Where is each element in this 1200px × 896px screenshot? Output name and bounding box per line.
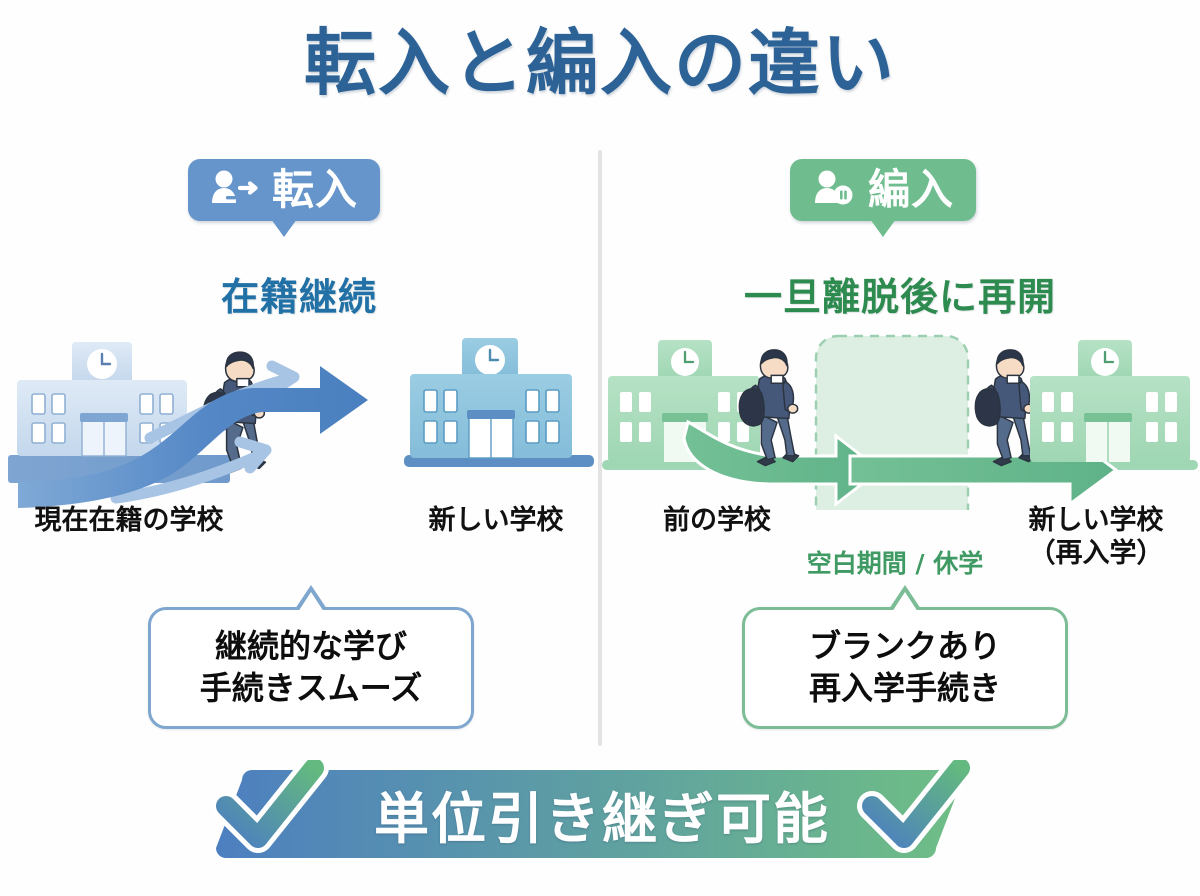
- callout-right-text: ブランクあり 再入学手続き: [808, 627, 1001, 707]
- label-gap-period: 空白期間 / 休学: [806, 549, 984, 578]
- check-icon-left: [216, 760, 324, 848]
- badge-tennyu: 転入: [188, 159, 381, 237]
- label-current-school: 現在在籍の学校: [34, 505, 224, 536]
- callout-notch-inner: [892, 592, 918, 612]
- student-figure-right-b: [974, 349, 1036, 467]
- right-illustration: [602, 334, 1198, 510]
- school-building-new-right: [1030, 340, 1190, 462]
- panel-divider: [598, 150, 602, 746]
- subtitle-left: 在籍継続: [220, 275, 377, 319]
- callout-left: 継続的な学び 手続きスムーズ: [148, 585, 474, 729]
- subtitle-right: 一旦離脱後に再開: [743, 275, 1056, 319]
- badge-hennyu-label: 編入: [868, 165, 955, 214]
- page-title: 転入と編入の違い: [303, 21, 896, 105]
- callout-right: ブランクあり 再入学手続き: [742, 585, 1068, 729]
- label-previous-school: 前の学校: [663, 505, 771, 536]
- student-figure-right-a: [738, 349, 800, 467]
- check-icon-right: [862, 760, 970, 848]
- label-new-school-right: 新しい学校 （再入学）: [1028, 505, 1164, 569]
- person-arrow-icon: [210, 168, 262, 212]
- label-new-school-left: 新しい学校: [428, 505, 564, 536]
- bottom-banner: 単位引き継ぎ可能: [196, 760, 1008, 868]
- arrow-light-bottom: [110, 450, 264, 504]
- arrow-main-transfer: [18, 366, 368, 508]
- banner-ribbon: [216, 770, 962, 858]
- badge-tail: [271, 219, 297, 237]
- person-pause-icon: [812, 168, 858, 212]
- banner-text: 単位引き継ぎ可能: [373, 787, 830, 851]
- badge-hennyu: 編入: [790, 159, 977, 237]
- school-building-new-left: [410, 338, 572, 459]
- arrow-green-depart: [682, 419, 883, 508]
- badge-tennyu-label: 転入: [272, 165, 359, 214]
- callout-notch-inner: [298, 592, 324, 612]
- left-illustration: [8, 338, 594, 508]
- callout-left-text: 継続的な学び 手続きスムーズ: [199, 627, 423, 707]
- school-building-current: [17, 342, 187, 457]
- badge-tail: [870, 219, 896, 237]
